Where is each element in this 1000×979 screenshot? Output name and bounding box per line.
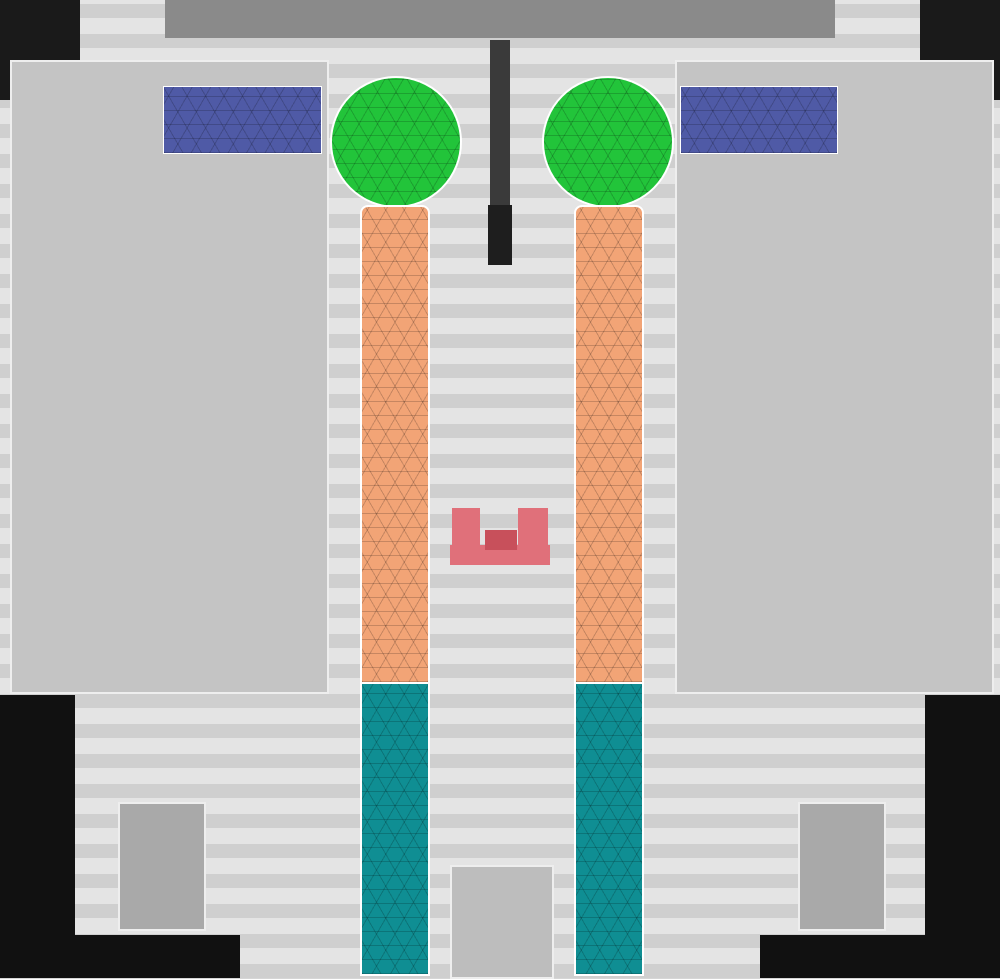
red-unit-right-arm: [518, 508, 548, 548]
red-unit-core: [485, 530, 517, 550]
left-solar-panel: [163, 86, 322, 154]
central-spine: [490, 40, 510, 210]
right-plaza-patch: [798, 802, 886, 931]
top-center-dark-roof: [165, 0, 835, 38]
bottom-right-dark-strip: [760, 935, 1000, 978]
right-orange-skylight: [574, 205, 644, 684]
left-roof-block: [10, 60, 329, 694]
left-plaza-patch: [118, 802, 206, 931]
bottom-right-dark-area: [925, 695, 1000, 978]
red-unit-left-arm: [452, 508, 480, 548]
bottom-left-dark-strip: [0, 935, 240, 978]
left-teal-skylight: [360, 682, 430, 976]
right-roof-block: [675, 60, 994, 694]
bottom-left-dark-area: [0, 695, 75, 978]
central-vent: [488, 205, 512, 265]
right-solar-panel: [680, 86, 838, 154]
right-green-dome: [542, 76, 674, 208]
left-green-dome: [330, 76, 462, 208]
right-teal-skylight: [574, 682, 644, 976]
red-unit-base: [450, 545, 550, 565]
bottom-centre-structure: [450, 865, 554, 979]
left-orange-skylight: [360, 205, 430, 684]
